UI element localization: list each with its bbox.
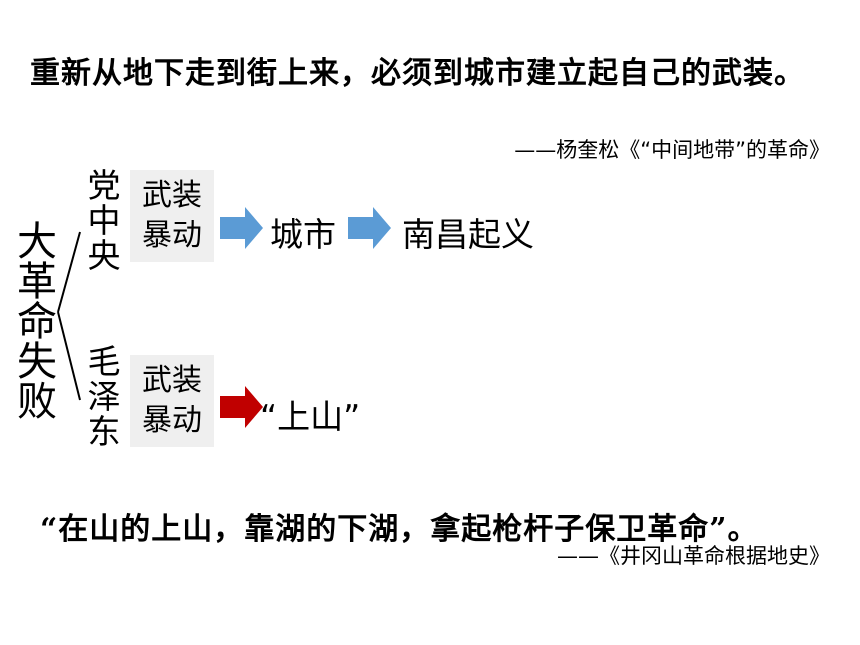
arrow-to-shangshan	[220, 386, 263, 428]
action-line: 武装	[142, 178, 202, 213]
bottom-quote-source: ——《井冈山革命根据地史》	[557, 544, 830, 568]
root-char: 大	[17, 219, 57, 265]
root-char: 败	[17, 379, 57, 425]
action-box-party: 武装 暴动	[130, 170, 214, 262]
branch-line-mao	[57, 311, 81, 401]
arrow-to-nanchang	[348, 207, 391, 249]
top-quote-source: ——杨奎松《“中间地带”的革命》	[514, 138, 830, 162]
actor-char: 泽	[87, 377, 121, 416]
actor-char: 党	[87, 166, 121, 205]
actor-mao: 毛 泽 东	[84, 344, 124, 449]
node-nanchang-uprising: 南昌起义	[402, 215, 534, 254]
root-char: 失	[17, 339, 57, 385]
actor-party-central: 党 中 央	[84, 168, 124, 273]
actor-char: 央	[87, 236, 121, 275]
actor-char: 毛	[87, 342, 121, 381]
node-go-to-mountains: “上山”	[260, 397, 361, 436]
actor-char: 中	[87, 201, 121, 240]
branch-line-party	[57, 231, 81, 313]
action-line: 暴动	[142, 403, 202, 438]
bottom-quote: “在山的上山，靠湖的下湖，拿起枪杆子保卫革命”。	[40, 512, 759, 547]
node-city: 城市	[270, 215, 336, 254]
root-char: 革	[17, 259, 57, 305]
action-box-mao: 武装 暴动	[130, 355, 214, 447]
actor-char: 东	[87, 412, 121, 451]
arrow-to-city	[220, 207, 263, 249]
action-line: 武装	[142, 363, 202, 398]
root-char: 命	[17, 299, 57, 345]
top-quote: 重新从地下走到街上来，必须到城市建立起自己的武装。	[30, 56, 805, 91]
root-label-vertical: 大 革 命 失 败	[14, 222, 60, 422]
action-line: 暴动	[142, 218, 202, 253]
